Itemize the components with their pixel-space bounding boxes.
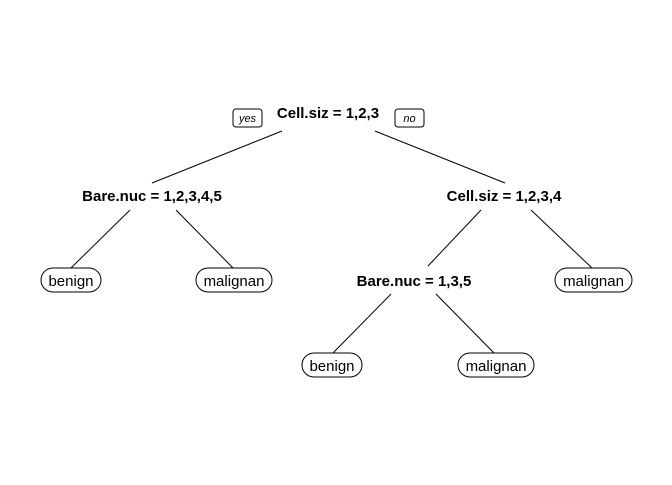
leaf-malignan-3: malignan <box>554 267 633 293</box>
edge-rl-l4 <box>435 293 495 354</box>
edge-left-l1 <box>70 209 131 269</box>
branch-label-yes: yes <box>232 108 263 128</box>
edge-root-left <box>151 130 283 184</box>
edge-rl-l3 <box>332 293 392 354</box>
edge-right-l5 <box>530 209 593 269</box>
left-split-label: Bare.nuc = 1,2,3,4,5 <box>82 188 222 205</box>
right-left-split-label: Bare.nuc = 1,3,5 <box>357 273 472 290</box>
leaf-label: malignan <box>466 358 527 375</box>
leaf-label: malignan <box>563 273 624 290</box>
branch-label-yes-text: yes <box>238 113 257 125</box>
edge-left-l2 <box>175 209 234 269</box>
edge-root-right <box>374 130 506 184</box>
leaf-benign-1: benign <box>40 267 102 293</box>
branch-label-no-text: no <box>403 113 415 125</box>
leaf-malignan-2: malignan <box>457 352 535 378</box>
leaf-malignan-1: malignan <box>195 267 273 293</box>
root-split-label: Cell.siz = 1,2,3 <box>277 105 379 122</box>
leaf-label: benign <box>48 273 93 290</box>
right-split-label: Cell.siz = 1,2,3,4 <box>447 188 562 205</box>
leaf-label: benign <box>309 358 354 375</box>
leaf-benign-2: benign <box>301 352 363 378</box>
leaf-label: malignan <box>204 273 265 290</box>
branch-label-no: no <box>394 108 425 128</box>
edge-right-rl <box>427 209 482 267</box>
